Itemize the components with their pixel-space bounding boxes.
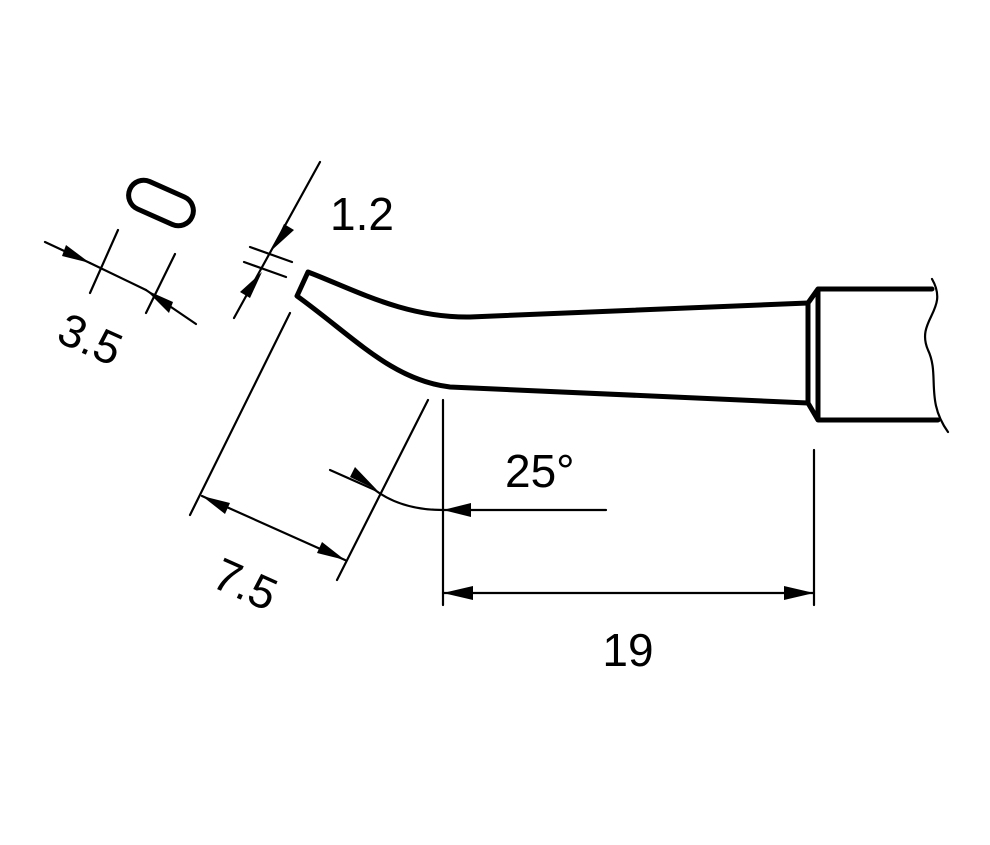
shaft-break-line [923,277,950,434]
arrow-head [146,290,173,313]
dimension-shaft-length: 19 [441,448,816,676]
shaft-sleeve [805,286,941,423]
dimension-label-shaft-length: 19 [602,624,653,676]
dimension-bend-angle: 25° [328,398,608,607]
arrow-head [62,245,90,263]
tip-body-outline [294,269,811,406]
arrow-head [443,503,471,517]
dimension-label-bend-angle: 25° [505,445,575,497]
dimension-label-bend-length: 7.5 [206,547,286,621]
dimension-tip-thickness: 1.2 [232,160,394,320]
arrow-head [240,272,262,298]
dimension-label-tip-width: 3.5 [51,302,131,376]
arrow-head [317,542,345,560]
arrow-head [350,467,377,490]
arrow-head [443,586,473,600]
arrow-head [784,586,814,600]
tip-cross-section [126,177,196,229]
arrow-head [202,496,230,514]
dimension-label-tip-thickness: 1.2 [330,188,394,240]
dimension-tip-width: 3.5 [43,228,198,376]
arrow-head [272,224,294,250]
dimension-bend-length: 7.5 [188,311,430,621]
